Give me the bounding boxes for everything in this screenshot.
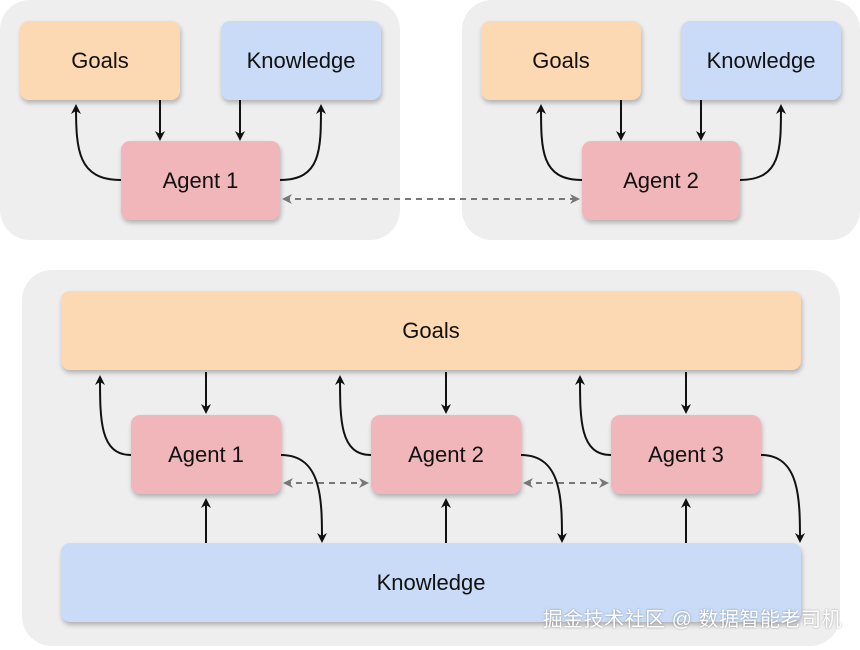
arrow-agent1-to-goals-bottom (95, 375, 132, 456)
goals-box-top-right: Goals (481, 21, 641, 100)
knowledge-bar-bottom: Knowledge (61, 543, 801, 622)
knowledge-box-top-left: Knowledge (221, 21, 381, 100)
arrow-agent2-to-goals (536, 104, 583, 181)
knowledge-box-top-right: Knowledge (681, 21, 841, 100)
arrow-agent1-to-goals (71, 104, 122, 181)
arrow-agent1-to-knowledge (279, 104, 326, 181)
agent-box-bottom-2: Agent 2 (371, 415, 521, 494)
arrow-agent2-to-knowledge (739, 104, 786, 181)
agent-box-bottom-3: Agent 3 (611, 415, 761, 494)
arrow-agent2-to-goals-bottom (335, 375, 372, 456)
goals-bar-bottom: Goals (61, 291, 801, 370)
arrow-agent2-to-knowledge-bottom (520, 454, 567, 543)
arrow-agent3-to-knowledge-bottom (760, 454, 805, 543)
arrow-agent3-to-goals-bottom (575, 375, 612, 456)
agent-box-bottom-1: Agent 1 (131, 415, 281, 494)
agent-box-top-left: Agent 1 (121, 141, 280, 220)
arrow-agent1-to-knowledge-bottom (280, 454, 327, 543)
agent-box-top-right: Agent 2 (582, 141, 740, 220)
watermark-text: 掘金技术社区 @ 数据智能老司机 (542, 609, 842, 631)
goals-box-top-left: Goals (20, 21, 180, 100)
